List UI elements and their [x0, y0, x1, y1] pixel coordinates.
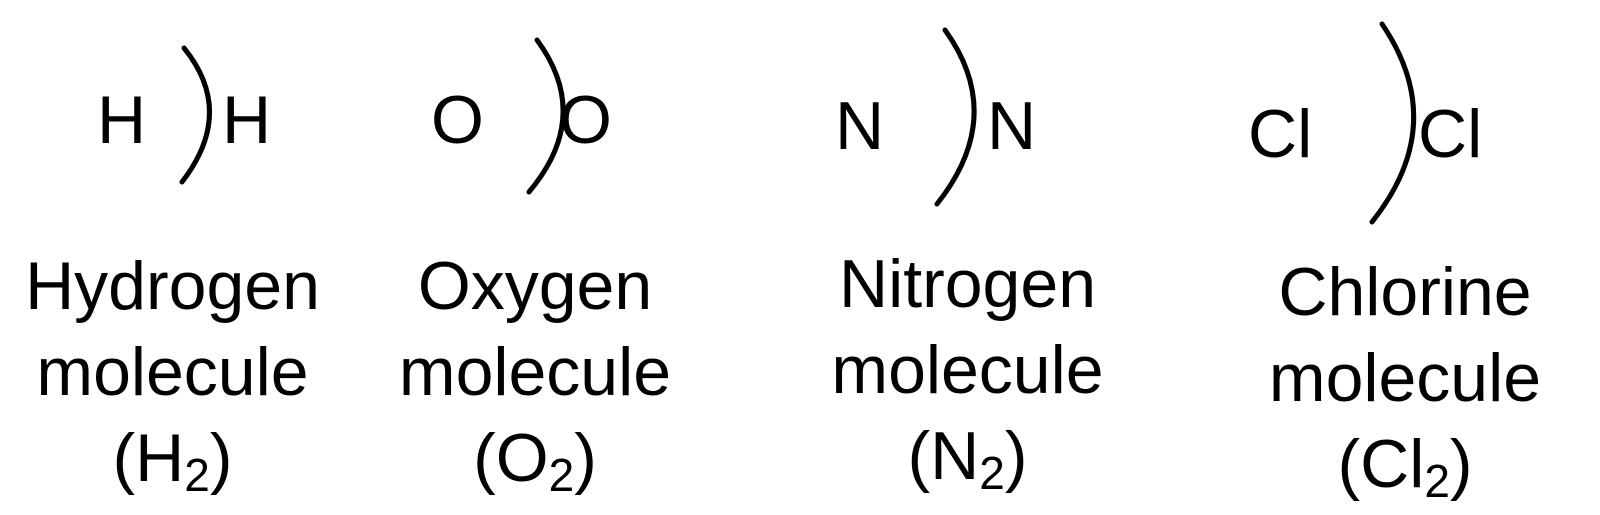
oxygen-kind: molecule	[398, 334, 672, 410]
chlorine-formula: (Cl2)	[1337, 426, 1473, 507]
chlorine-structure: Cl Cl	[1210, 0, 1600, 240]
oxygen-formula: (O2)	[473, 420, 597, 501]
chlorine-name: Chlorine	[1278, 254, 1532, 330]
oxygen-left-atom: O	[431, 82, 484, 158]
nitrogen-structure: N N	[725, 0, 1210, 240]
chlorine-bond-arc-icon	[1369, 21, 1417, 225]
chlorine-left-atom: Cl	[1248, 96, 1313, 172]
oxygen-caption: Oxygen molecule (O2)	[345, 243, 725, 501]
hydrogen-caption: Hydrogen molecule (H2)	[0, 243, 345, 501]
hydrogen-structure: H H	[0, 0, 345, 240]
hydrogen-molecule-panel: H H Hydrogen molecule (H2)	[0, 0, 345, 515]
nitrogen-molecule-panel: N N Nitrogen molecule (N2)	[725, 0, 1210, 515]
hydrogen-name: Hydrogen	[25, 248, 320, 324]
oxygen-name: Oxygen	[417, 248, 653, 324]
chlorine-molecule-panel: Cl Cl Chlorine molecule (Cl2)	[1210, 0, 1600, 515]
chlorine-kind: molecule	[1268, 340, 1542, 416]
oxygen-structure: O O	[345, 0, 725, 240]
oxygen-bond-arc-icon	[526, 37, 566, 195]
hydrogen-formula: (H2)	[112, 420, 233, 501]
hydrogen-left-atom: H	[97, 82, 147, 158]
chlorine-right-atom: Cl	[1418, 96, 1483, 172]
nitrogen-left-atom: N	[835, 88, 885, 164]
nitrogen-caption: Nitrogen molecule (N2)	[725, 241, 1210, 499]
hydrogen-right-atom: H	[222, 82, 272, 158]
hydrogen-bond-arc-icon	[179, 45, 212, 185]
nitrogen-formula: (N2)	[907, 418, 1028, 499]
chlorine-caption: Chlorine molecule (Cl2)	[1210, 249, 1600, 507]
nitrogen-right-atom: N	[987, 88, 1037, 164]
nitrogen-bond-arc-icon	[934, 27, 977, 207]
nitrogen-name: Nitrogen	[838, 246, 1097, 322]
oxygen-molecule-panel: O O Oxygen molecule (O2)	[345, 0, 725, 515]
hydrogen-kind: molecule	[36, 334, 309, 410]
nitrogen-kind: molecule	[831, 332, 1104, 408]
oxygen-right-atom: O	[559, 82, 612, 158]
